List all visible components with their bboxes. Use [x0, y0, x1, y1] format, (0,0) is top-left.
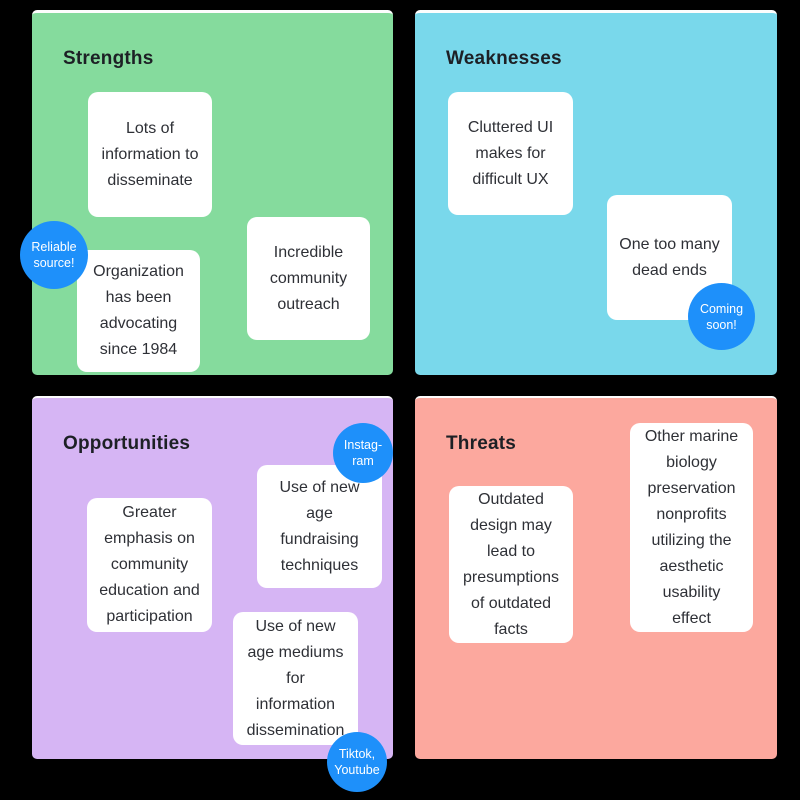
strengths-quadrant: Strengths Lots of information to dissemi… [20, 10, 393, 375]
sticky-note-cluttered-ui[interactable]: Cluttered UI makes for difficult UX [448, 92, 573, 215]
sticky-note-community-education[interactable]: Greater emphasis on community education … [87, 498, 212, 632]
sticky-note-text: One too many dead ends [619, 235, 720, 279]
weaknesses-title: Weaknesses [446, 48, 562, 69]
sticky-note-other-nonprofits[interactable]: Other marine biology preservation nonpro… [630, 423, 753, 632]
threats-quadrant: Threats Outdated design may lead to pres… [415, 396, 777, 759]
badge-text: Coming soon! [699, 301, 744, 332]
sticky-note-community-outreach[interactable]: Incredible community outreach [247, 217, 370, 340]
sticky-note-text: Incredible community outreach [269, 243, 348, 313]
sticky-note-text: Cluttered UI makes for difficult UX [467, 118, 554, 188]
badge-text: Tiktok, Youtube [334, 747, 380, 777]
sticky-note-text: Other marine biology preservation nonpro… [644, 427, 739, 627]
sticky-note-text: Use of new age mediums for information d… [246, 617, 345, 739]
sticky-note-text: Organization has been advocating since 1… [93, 263, 184, 358]
sticky-note-text: Use of new age fundraising techniques [279, 478, 360, 574]
badge-text: Instag- ram [343, 438, 383, 468]
opportunities-quadrant: Opportunities Use of new age fundraising… [32, 396, 393, 792]
opportunities-title: Opportunities [63, 433, 191, 454]
sticky-note-text: Greater emphasis on community education … [99, 504, 200, 625]
sticky-note-dead-ends[interactable]: One too many dead ends [607, 195, 732, 320]
sticky-note-fundraising-techniques[interactable]: Use of new age fundraising techniques [257, 465, 382, 588]
sticky-note-outdated-design[interactable]: Outdated design may lead to presumptions… [449, 486, 573, 643]
badge-instagram[interactable]: Instag- ram [333, 423, 393, 483]
badge-reliable-source[interactable]: Reliable source! [20, 221, 88, 289]
threats-title: Threats [446, 433, 517, 454]
badge-coming-soon[interactable]: Coming soon! [688, 283, 755, 350]
badge-tiktok-youtube[interactable]: Tiktok, Youtube [327, 732, 387, 792]
sticky-note-lots-of-information[interactable]: Lots of information to disseminate [88, 92, 212, 217]
sticky-note-new-age-mediums[interactable]: Use of new age mediums for information d… [233, 612, 358, 745]
sticky-note-text: Lots of information to disseminate [101, 119, 199, 189]
sticky-note-organization-advocating[interactable]: Organization has been advocating since 1… [77, 250, 200, 372]
sticky-note-text: Outdated design may lead to presumptions… [462, 490, 560, 638]
badge-text: Reliable source! [31, 240, 77, 270]
strengths-title: Strengths [63, 48, 154, 69]
weaknesses-quadrant: Weaknesses Cluttered UI makes for diffic… [415, 10, 777, 375]
